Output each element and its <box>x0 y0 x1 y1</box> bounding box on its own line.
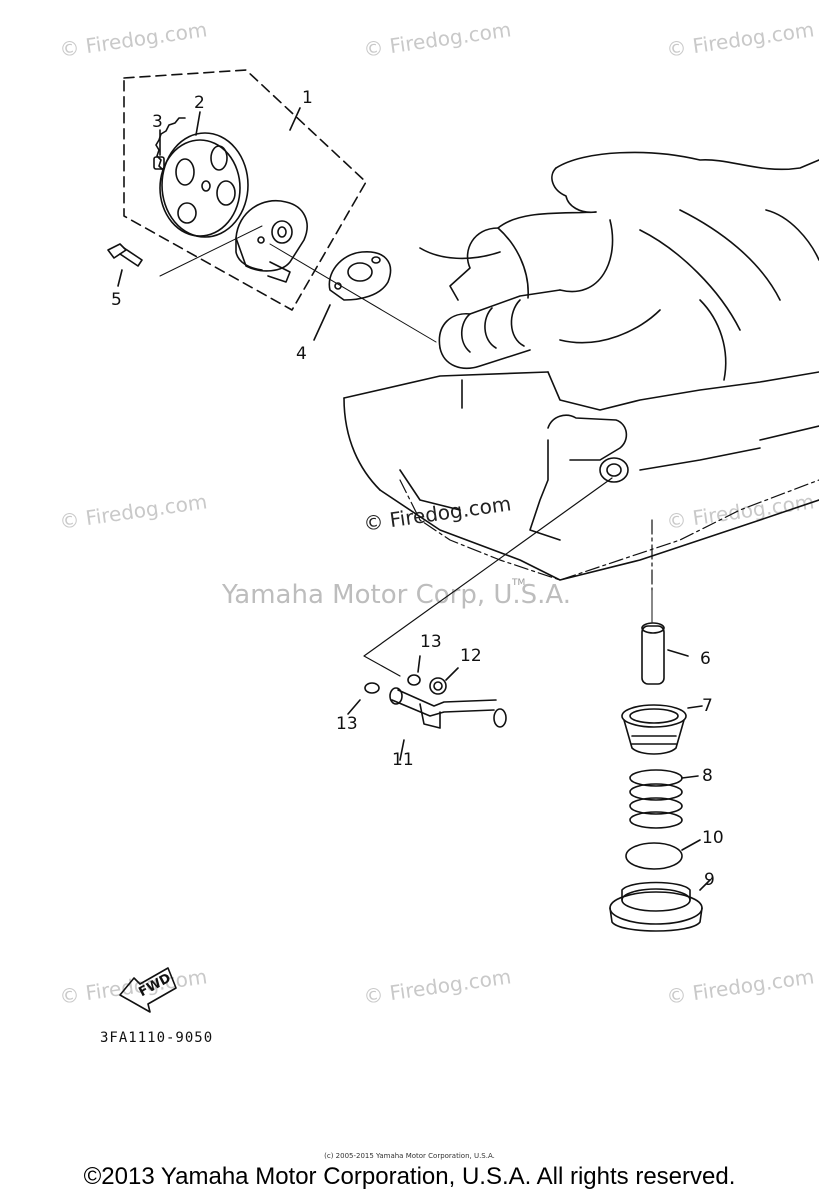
callout-12: 12 <box>460 646 482 666</box>
o-ring-10 <box>625 842 683 870</box>
crankcase <box>343 151 819 581</box>
callout-3: 3 <box>152 112 163 132</box>
callout-6: 6 <box>700 649 711 669</box>
drain-plug <box>621 704 703 755</box>
o-ring <box>364 682 380 694</box>
fwd-arrow-icon <box>119 967 177 1013</box>
copyright-footer: ©2013 Yamaha Motor Corporation, U.S.A. A… <box>83 1163 736 1190</box>
bolt <box>107 243 143 287</box>
callout-8: 8 <box>702 766 713 786</box>
callout-7: 7 <box>702 696 713 716</box>
oil-delivery-pipe <box>389 687 507 761</box>
dowel-pin <box>153 129 165 170</box>
callout-5: 5 <box>111 290 122 310</box>
callout-9: 9 <box>704 870 715 890</box>
strainer-pipe <box>641 622 689 685</box>
callout-2: 2 <box>194 93 205 113</box>
leader-1 <box>289 107 301 131</box>
o-ring <box>407 674 421 686</box>
assembly-boundary <box>123 69 367 311</box>
oil-pump-gear <box>155 111 249 238</box>
diagram-code: 3FA1110-9050 <box>100 1030 214 1046</box>
callout-1: 1 <box>302 88 313 108</box>
clip <box>429 667 459 695</box>
trademark: TM <box>512 578 526 588</box>
small-copyright: (c) 2005-2015 Yamaha Motor Corporation, … <box>324 1152 495 1160</box>
watermark-brand: Yamaha Motor Corp, U.S.A. <box>222 580 572 610</box>
callout-13-left: 13 <box>336 714 358 734</box>
gasket <box>313 251 392 341</box>
strainer-cap <box>609 879 711 932</box>
callout-4: 4 <box>296 344 307 364</box>
oil-pump-body <box>235 199 308 283</box>
spring <box>629 769 699 829</box>
callout-13-top: 13 <box>420 632 442 652</box>
callout-11: 11 <box>392 750 414 770</box>
callout-10: 10 <box>702 828 724 848</box>
